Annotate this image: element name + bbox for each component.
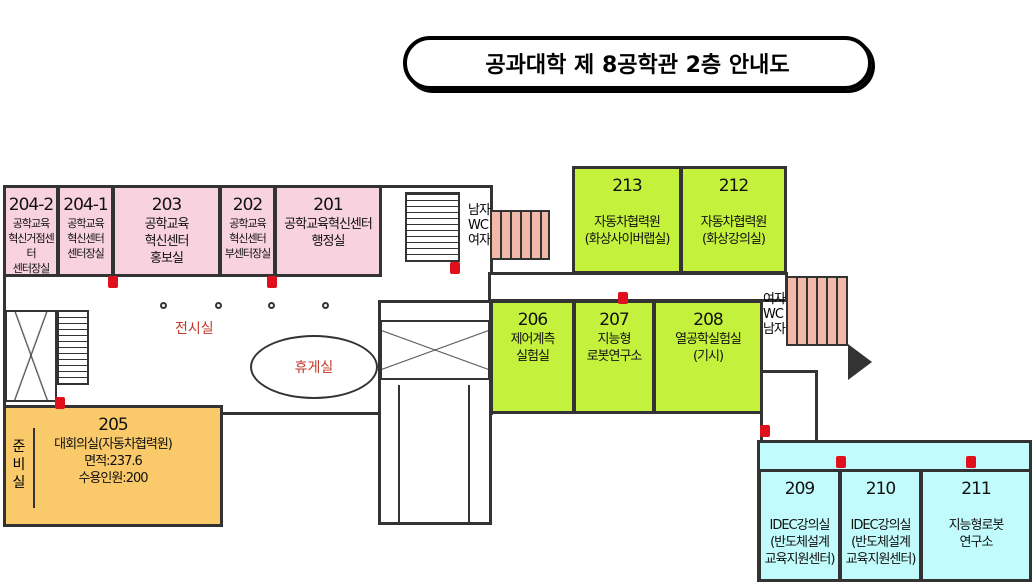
prep-room[interactable]: 준 비 실 — [5, 428, 35, 508]
room-label: 지능형로봇 — [948, 518, 1005, 533]
room-number: 206 — [517, 310, 548, 330]
room-label: 혁신센터 — [67, 232, 104, 245]
restroom-left[interactable] — [490, 210, 550, 260]
room-207[interactable]: 207 지능형 로봇연구소 — [573, 300, 655, 414]
lounge[interactable]: 휴게실 — [250, 335, 378, 399]
room-label: 공학교육혁신센터 — [284, 217, 373, 232]
column — [160, 302, 167, 309]
fire-extinguisher-icon — [108, 276, 118, 288]
stairs-west — [57, 310, 89, 385]
page-title: 공과대학 제 8공학관 2층 안내도 — [403, 36, 872, 90]
room-213[interactable]: 213 자동차협력원 (화상사이버랩실) — [572, 166, 682, 274]
room-label: 대회의실(자동차협력원) — [54, 437, 173, 452]
room-label: 혁신센터 — [144, 234, 190, 249]
room-label: (화상강의실) — [702, 232, 766, 247]
room-label: IDEC강의실 — [769, 518, 830, 533]
room-area: 면적:237.6 — [84, 454, 143, 469]
room-label: 교육지원센터) — [764, 552, 836, 567]
wc-label: WC — [468, 218, 489, 233]
room-201[interactable]: 201 공학교육혁신센터 행정실 — [274, 185, 382, 277]
room-202[interactable]: 202 공학교육 혁신센터 부센터장실 — [219, 185, 276, 277]
room-label: 공학교육 — [12, 217, 50, 230]
room-label: 제어계측 — [510, 332, 556, 347]
room-label: (기시) — [692, 349, 724, 364]
stairs-north — [405, 192, 460, 262]
fire-extinguisher-icon — [966, 456, 976, 468]
room-number: 202 — [232, 195, 263, 215]
exhibition-label: 전시실 — [175, 321, 214, 337]
room-label: (화상사이버랩실) — [584, 232, 671, 247]
room-label: 지능형 — [597, 332, 632, 347]
room-number: 201 — [313, 195, 343, 215]
column — [268, 302, 275, 309]
room-208[interactable]: 208 열공학실험실 (기시) — [653, 300, 763, 414]
lounge-label: 휴게실 — [294, 360, 334, 376]
room-label: 센터장실 — [67, 247, 104, 260]
room-211[interactable]: 211 지능형로봇 연구소 — [920, 469, 1032, 582]
room-label: 센터장실 — [12, 262, 50, 275]
restroom-right[interactable] — [786, 276, 848, 346]
room-label: 자동차협력원 — [594, 215, 661, 230]
room-number: 208 — [693, 310, 723, 330]
room-label: 공학교육 — [67, 217, 104, 230]
room-label: 열공학실험실 — [675, 332, 742, 347]
wc-right-label: 여자 WC 남자 — [763, 292, 786, 337]
room-number: 210 — [865, 479, 896, 499]
room-212[interactable]: 212 자동차협력원 (화상강의실) — [680, 166, 787, 274]
room-206[interactable]: 206 제어계측 실험실 — [490, 300, 575, 414]
room-label: (반도체설계 — [770, 535, 830, 550]
wc-women-label: 여자 — [468, 233, 491, 248]
room-label: 교육지원센터) — [845, 552, 917, 567]
column — [215, 302, 222, 309]
atrium-void — [380, 320, 490, 380]
fire-extinguisher-icon — [55, 397, 65, 409]
room-number: 205 — [98, 415, 128, 435]
room-number: 203 — [151, 195, 182, 215]
room-204-1[interactable]: 204-1 공학교육 혁신센터 센터장실 — [57, 185, 114, 277]
room-205[interactable]: 205 대회의실(자동차협력원) 면적:237.6 수용인원:200 — [3, 405, 223, 527]
room-label: 혁신센터 — [229, 232, 266, 245]
room-label: (반도체설계 — [851, 535, 911, 550]
room-number: 211 — [961, 479, 991, 499]
room-label: IDEC강의실 — [850, 518, 911, 533]
room-capacity: 수용인원:200 — [78, 471, 148, 486]
fire-extinguisher-icon — [267, 276, 277, 288]
room-number: 213 — [612, 176, 642, 196]
room-number: 204-2 — [8, 195, 54, 215]
room-209[interactable]: 209 IDEC강의실 (반도체설계 교육지원센터) — [758, 469, 841, 582]
room-number: 204-1 — [63, 195, 108, 215]
room-label: 혁신거점센터 — [8, 232, 55, 260]
east-corridor — [488, 272, 788, 302]
wc-left-label: 남자 WC 여자 — [468, 203, 491, 248]
room-label: 공학교육 — [229, 217, 266, 230]
wc-label: WC — [763, 307, 784, 322]
room-label: 부센터장실 — [224, 247, 272, 260]
fire-extinguisher-icon — [450, 262, 460, 274]
room-203[interactable]: 203 공학교육 혁신센터 홍보실 — [112, 185, 221, 277]
column — [322, 302, 329, 309]
room-210[interactable]: 210 IDEC강의실 (반도체설계 교육지원센터) — [839, 469, 922, 582]
room-label: 공학교육 — [144, 217, 190, 232]
wc-men-label: 남자 — [763, 322, 786, 337]
wc-women-label: 여자 — [763, 292, 786, 307]
atrium-opening — [398, 385, 470, 525]
stairs-east-icon — [848, 344, 872, 380]
room-204-2[interactable]: 204-2 공학교육 혁신거점센터 센터장실 — [3, 185, 59, 277]
fire-extinguisher-icon — [836, 456, 846, 468]
elevator-west — [5, 310, 57, 402]
room-label: 로봇연구소 — [586, 349, 643, 364]
room-label: 연구소 — [959, 535, 994, 550]
fire-extinguisher-icon — [618, 292, 628, 304]
room-label: 자동차협력원 — [700, 215, 768, 230]
room-label: 홍보실 — [150, 251, 184, 266]
room-label: 행정실 — [311, 234, 346, 249]
room-number: 207 — [599, 310, 629, 330]
room-number: 209 — [784, 479, 815, 499]
room-label: 실험실 — [516, 349, 550, 364]
wc-men-label: 남자 — [468, 203, 491, 218]
room-number: 212 — [718, 176, 749, 196]
fire-extinguisher-icon — [760, 425, 770, 437]
